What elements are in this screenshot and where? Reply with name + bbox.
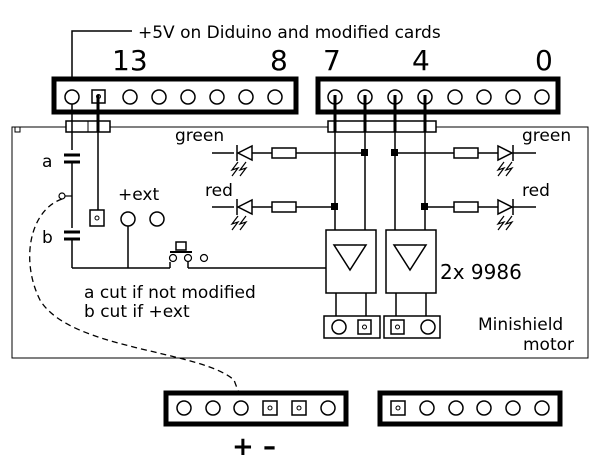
driver-part-label: 2x 9986 [440,260,522,284]
board-pin-strip-right [327,120,437,133]
pin-number-8: 8 [270,44,288,77]
cut-note-a: a cut if not modified [84,283,256,303]
power-minus-label: – [263,432,276,462]
pin-number-13: 13 [112,44,148,77]
jumper-label-b: b [42,228,53,248]
ext-label: +ext [118,185,159,205]
green-led-label-right: green [522,126,571,146]
header-connector-13-8 [51,76,299,115]
pin-number-7: 7 [323,44,341,77]
green-led-label-left: green [175,126,224,146]
pin-number-0: 0 [535,44,553,77]
led-labels: green red green red [175,126,571,201]
board-name-line1: Minishield [478,315,563,335]
external-dashed-wire [29,198,241,397]
ext-pad-1 [120,211,136,227]
pin-number-4: 4 [412,44,430,77]
ext-pad-2 [149,211,165,227]
jumper-labels: a b +ext [42,152,159,248]
annotation-leader-line [71,30,132,94]
top-note: +5V on Diduino and modified cards [138,23,441,43]
led-circuit-left [212,144,365,231]
cut-note-b: b cut if +ext [84,302,190,322]
junction-dots [331,149,428,210]
pin-number-labels: 13 8 7 4 0 [112,44,553,77]
red-led-label-right: red [522,181,550,201]
power-plus-label: + [232,432,254,462]
bottom-connector-left [163,390,349,427]
header-connector-7-0 [315,76,561,115]
board-name-line2: motor [523,335,574,355]
power-jumper-section [58,104,170,269]
pin-leads [96,95,427,132]
pin13-pad [89,209,105,227]
led-circuit-right [395,144,536,231]
switch-symbol [168,241,326,269]
driver-chips [323,132,441,339]
bottom-connector-right [377,390,563,427]
jumper-mid-point [58,192,66,200]
red-led-label-left: red [205,181,233,201]
jumper-label-a: a [42,152,52,172]
board-corner-mark [14,126,21,133]
board-outline [11,126,589,359]
